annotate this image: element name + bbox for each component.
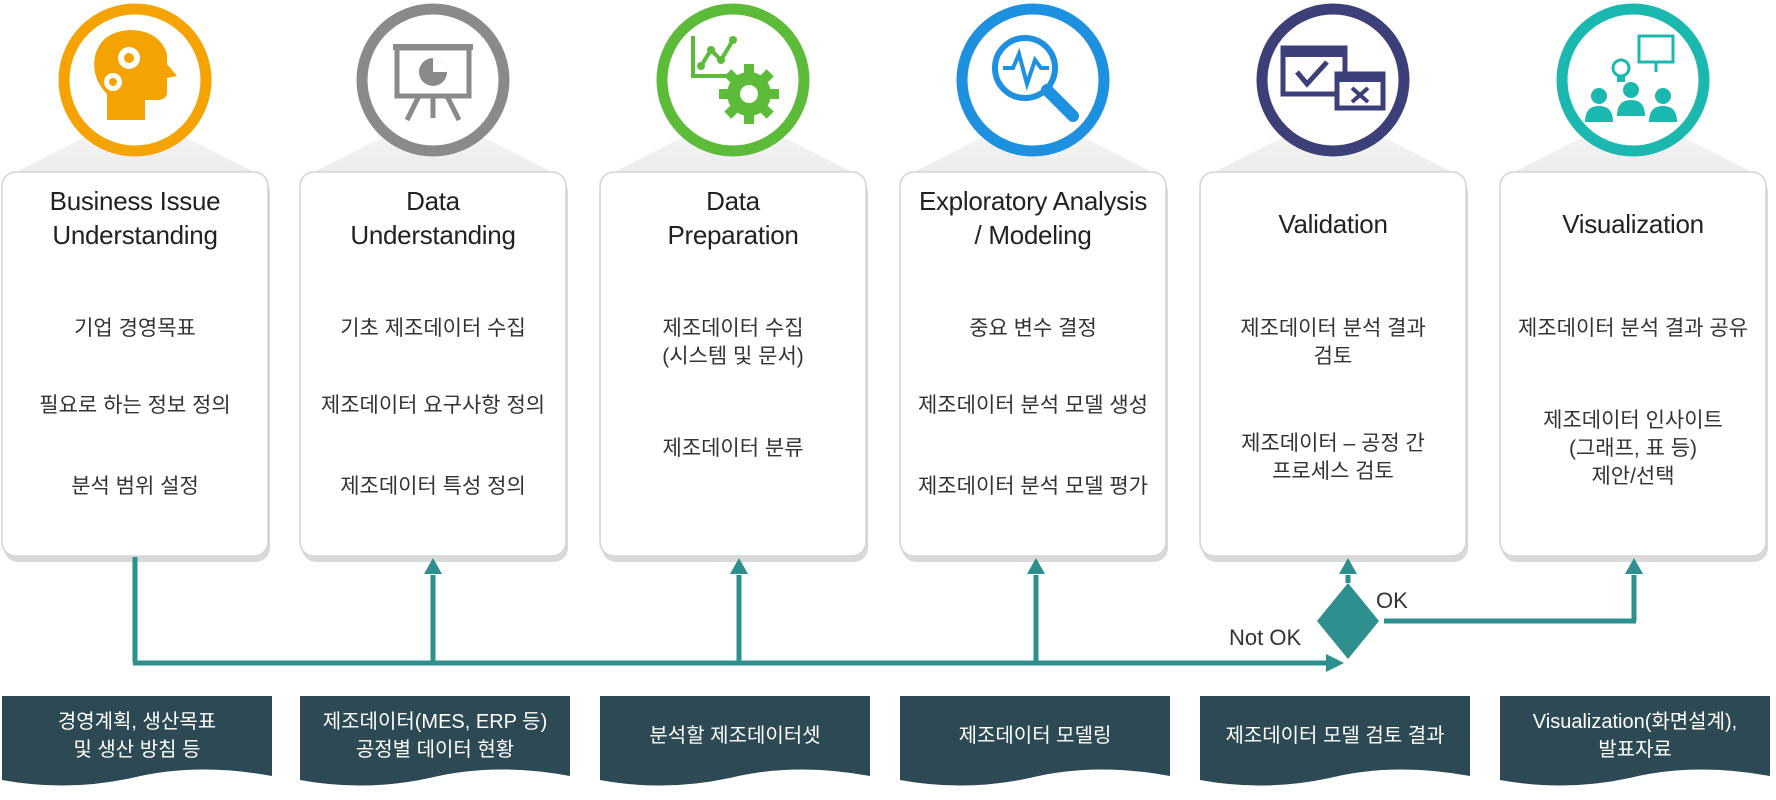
output-document-shape xyxy=(1500,696,1770,786)
output-document-shape xyxy=(2,696,272,786)
flow-up-arrowhead xyxy=(1625,558,1643,574)
stage-card xyxy=(1499,171,1767,557)
stage-card xyxy=(899,171,1167,557)
flow-up-arrowhead xyxy=(1339,558,1357,574)
stage-card xyxy=(1,171,269,557)
chart-gear-icon xyxy=(691,36,779,124)
icon-ring xyxy=(1556,3,1710,157)
team-idea-icon xyxy=(1585,34,1677,122)
stage-card xyxy=(599,171,867,557)
flow-up-arrowhead xyxy=(1027,558,1045,574)
icon-ring xyxy=(656,3,810,157)
icon-ring xyxy=(956,3,1110,157)
icon-ring xyxy=(58,3,212,157)
flow-arrowhead xyxy=(1326,654,1344,672)
head-gears-icon xyxy=(94,30,178,120)
flow-up-arrowhead xyxy=(424,558,442,574)
icon-ring xyxy=(1256,3,1410,157)
output-document-shape xyxy=(1200,696,1470,786)
flow-up-arrowhead xyxy=(730,558,748,574)
output-document-shape xyxy=(300,696,570,786)
icon-ring-backdrop xyxy=(1261,8,1405,152)
magnifier-pulse-icon xyxy=(992,35,1079,122)
stage-card xyxy=(1199,171,1467,557)
icon-ring xyxy=(356,3,510,157)
presentation-board-icon xyxy=(393,44,473,122)
decision-diamond xyxy=(1317,583,1379,659)
check-window-icon xyxy=(1280,45,1386,111)
stage-card xyxy=(299,171,567,557)
output-document-shape xyxy=(900,696,1170,786)
output-document-shape xyxy=(600,696,870,786)
